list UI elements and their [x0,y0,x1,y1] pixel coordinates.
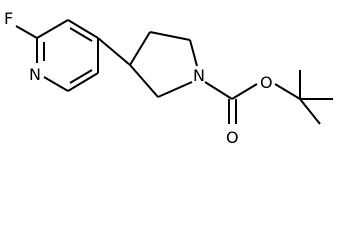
bond-c5p-n [189,39,198,67]
fluorine-atom-label: F [4,9,13,28]
bond-c5-c6-double [69,69,93,84]
bond-c6-n [43,76,69,92]
molecule-diagram: F N N O O [4,9,333,147]
bond-c2p-c3p [129,64,159,98]
bond-n-carbonyl [204,81,233,100]
pyrrolidine-nitrogen-label: N [193,66,205,85]
bond-ester-o-tbu [274,83,301,100]
pyridine-ring [15,19,99,92]
bond-c4-pyrrolidine [97,37,131,66]
bond-carbonyl-ester-o [231,83,258,100]
ester-oxygen-label: O [260,73,273,92]
bond-c2-f [15,25,38,39]
bond-tbu-me-down [299,98,321,125]
bond-c3-c4 [67,19,99,39]
bond-c3p-c4p [129,31,151,66]
bond-c3-c4-double [69,27,93,42]
pyridine-nitrogen-label: N [29,65,41,84]
bond-n-c2p [157,81,193,98]
pyrrolidine-ring [129,31,198,98]
carbonyl-oxygen-label: O [226,128,239,147]
bond-c4p-c5p [149,31,191,41]
boc-group [204,70,333,125]
bond-c5-c6 [67,72,99,92]
bond-c2-c3 [36,19,69,39]
